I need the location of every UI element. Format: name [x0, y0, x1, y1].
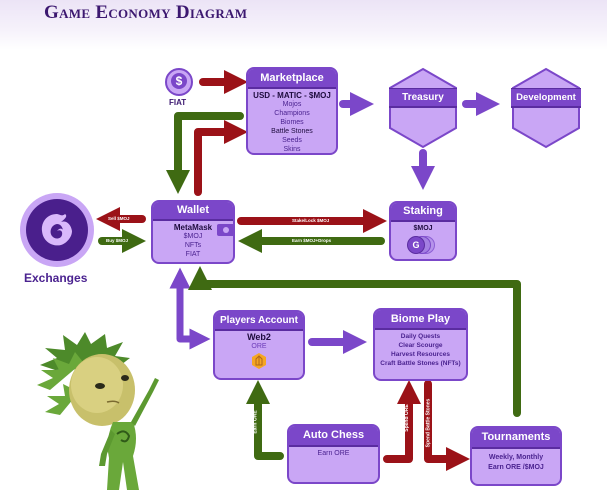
- staking-node[interactable]: Staking $MOJ G: [389, 201, 457, 261]
- stake-lock-label: Stake/Lock $MOJ: [292, 218, 330, 223]
- buy-moj-label: Buy $MOJ: [106, 238, 129, 243]
- fiat-label: FIAT: [169, 98, 187, 107]
- wallet-icon: [217, 224, 233, 236]
- staking-currency: $MOJ: [413, 225, 433, 232]
- wallet-title: Wallet: [153, 202, 233, 221]
- marketplace-title: Marketplace: [248, 69, 336, 89]
- biome-play-node[interactable]: Biome Play Daily Quests Clear Scourge Ha…: [373, 308, 468, 381]
- marketplace-item: Battle Stones: [271, 128, 313, 135]
- wallet-item: FIAT: [185, 251, 201, 258]
- header-background: [0, 0, 607, 50]
- wallet-item: $MOJ: [183, 233, 203, 240]
- arrow-earn-ore: [246, 380, 284, 460]
- marketplace-item: Biomes: [280, 119, 304, 126]
- biome-play-item: Daily Quests: [400, 333, 441, 340]
- development-hexagon: [512, 67, 580, 149]
- biome-play-item: Craft Battle Stones (NFTs): [380, 360, 461, 367]
- exchanges-label: Exchanges: [24, 271, 88, 285]
- players-account-web2: Web2: [247, 332, 271, 342]
- marketplace-node[interactable]: Marketplace USD - MATIC - $MOJ Mojos Cha…: [246, 67, 338, 155]
- treasury-title[interactable]: Treasury: [389, 88, 457, 108]
- earn-ore-label: Earn ORE: [252, 410, 259, 434]
- plant-mascot-illustration: [37, 332, 159, 490]
- biome-play-title: Biome Play: [375, 310, 466, 330]
- earn-drops-label: Earn $MOJ+Drops: [292, 238, 332, 243]
- wallet-node[interactable]: Wallet MetaMask $MOJ NFTs FIAT: [151, 200, 235, 264]
- marketplace-item: Champions: [274, 110, 310, 117]
- marketplace-currencies: USD - MATIC - $MOJ: [253, 91, 331, 100]
- development-title[interactable]: Development: [511, 88, 581, 108]
- arrow-spend-ore: [383, 380, 421, 463]
- spend-ore-label: Spend ORE: [403, 404, 410, 432]
- wallet-item: NFTs: [184, 242, 202, 249]
- arrow-marketplace-to-wallet: [166, 112, 244, 194]
- marketplace-item: Mojos: [282, 101, 302, 108]
- tournaments-item: Earn ORE /$MOJ: [488, 464, 544, 471]
- players-account-title: Players Account: [215, 312, 303, 331]
- ore-crystal-icon: [252, 353, 266, 369]
- staking-title: Staking: [391, 203, 455, 222]
- fiat-node: $: [165, 68, 193, 96]
- tournaments-title: Tournaments: [472, 428, 560, 449]
- players-account-node[interactable]: Players Account Web2 ORE: [213, 310, 305, 380]
- wallet-metamask: MetaMask: [173, 223, 213, 232]
- biome-play-item: Harvest Resources: [391, 351, 450, 358]
- tournaments-item: Weekly, Monthly: [488, 454, 544, 461]
- marketplace-item: Seeds: [282, 137, 302, 144]
- biome-play-item: Clear Scourge: [398, 342, 443, 349]
- auto-chess-item: Earn ORE: [317, 450, 350, 457]
- coin-stack-icon: G: [403, 235, 443, 254]
- arrow-wallet-to-marketplace: [194, 120, 248, 196]
- page-title: Game Economy Diagram: [44, 2, 248, 23]
- auto-chess-title: Auto Chess: [289, 426, 378, 447]
- marketplace-item: Skins: [283, 146, 301, 153]
- spend-battle-stones-label: Spend Battle Stones: [425, 398, 432, 448]
- auto-chess-node[interactable]: Auto Chess Earn ORE: [287, 424, 380, 484]
- tournaments-node[interactable]: Tournaments Weekly, Monthly Earn ORE /$M…: [470, 426, 562, 486]
- arrow-spend-battle-stones: [424, 380, 470, 471]
- arrow-tournaments-to-wallet: [188, 266, 521, 417]
- treasury-hexagon: [389, 67, 457, 149]
- players-account-ore: ORE: [251, 343, 267, 350]
- arrow-wallet-players: [169, 267, 200, 343]
- dollar-coin-icon: $: [171, 73, 187, 89]
- sell-moj-label: Sell $MOJ: [108, 216, 130, 221]
- exchange-logo-icon: [20, 193, 94, 267]
